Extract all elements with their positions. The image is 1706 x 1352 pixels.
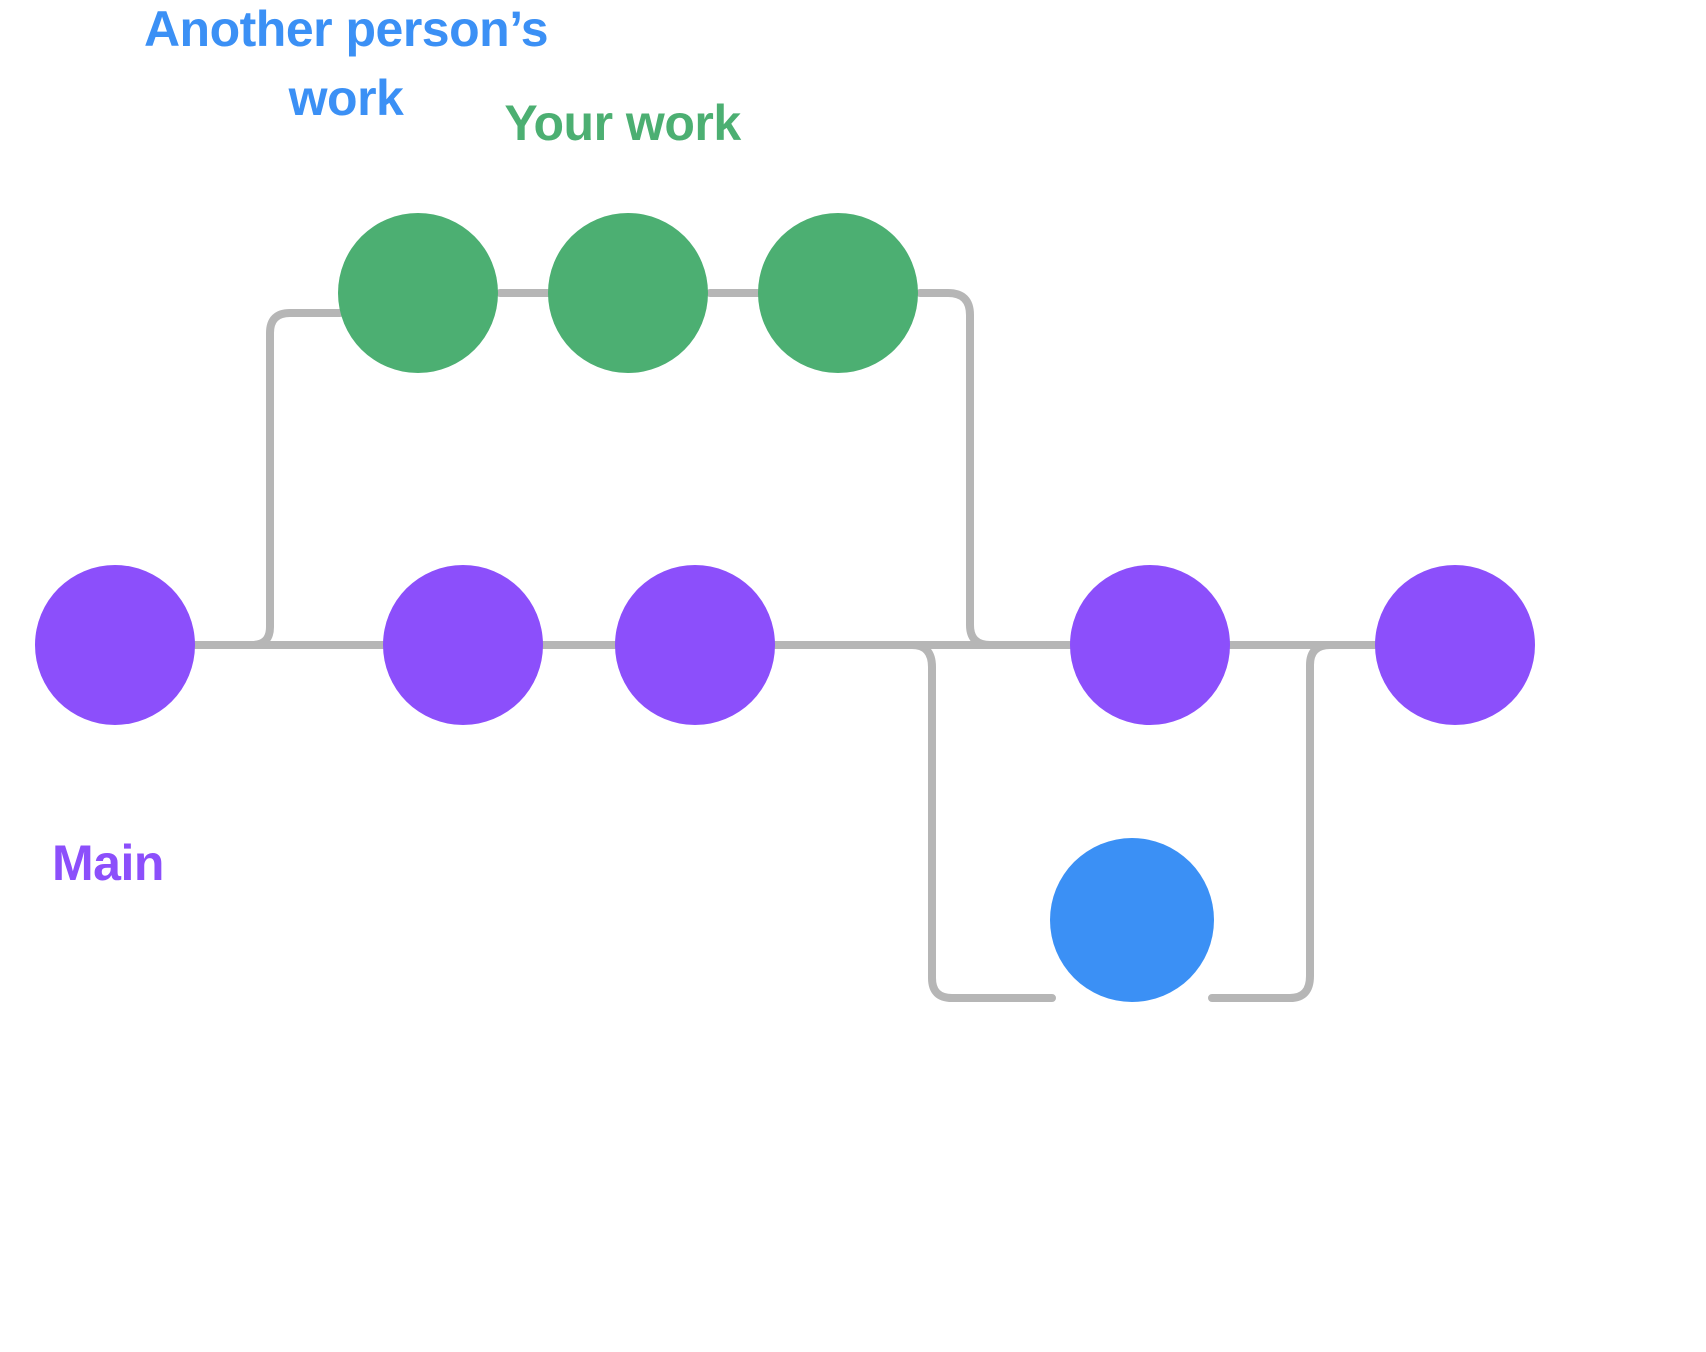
connector-blue-merge-in	[1208, 641, 1382, 1002]
branch-label-another-person-work: Another person’s work	[0, 0, 692, 128]
commit-node-your-work-2[interactable]	[548, 213, 708, 373]
commit-node-main-2[interactable]	[383, 565, 543, 725]
commit-node-main-1[interactable]	[35, 565, 195, 725]
connector-green-merge-in	[916, 289, 1049, 649]
commit-node-main-3[interactable]	[615, 565, 775, 725]
branch-label-main: Main	[52, 835, 164, 891]
connector-green-branch-out	[226, 309, 344, 649]
commit-node-main-4[interactable]	[1070, 565, 1230, 725]
commit-node-main-5[interactable]	[1375, 565, 1535, 725]
commit-node-another-person-1[interactable]	[1050, 838, 1214, 1002]
commit-node-your-work-1[interactable]	[338, 213, 498, 373]
commit-node-group	[35, 213, 1535, 1002]
branch-label-another-person-line1: Another person’s	[143, 1, 549, 57]
branch-label-your-work: Your work	[504, 95, 741, 151]
commit-node-your-work-3[interactable]	[758, 213, 918, 373]
connector-blue-branch-out	[856, 641, 1056, 1002]
branch-label-another-person-line2: work	[288, 70, 404, 126]
